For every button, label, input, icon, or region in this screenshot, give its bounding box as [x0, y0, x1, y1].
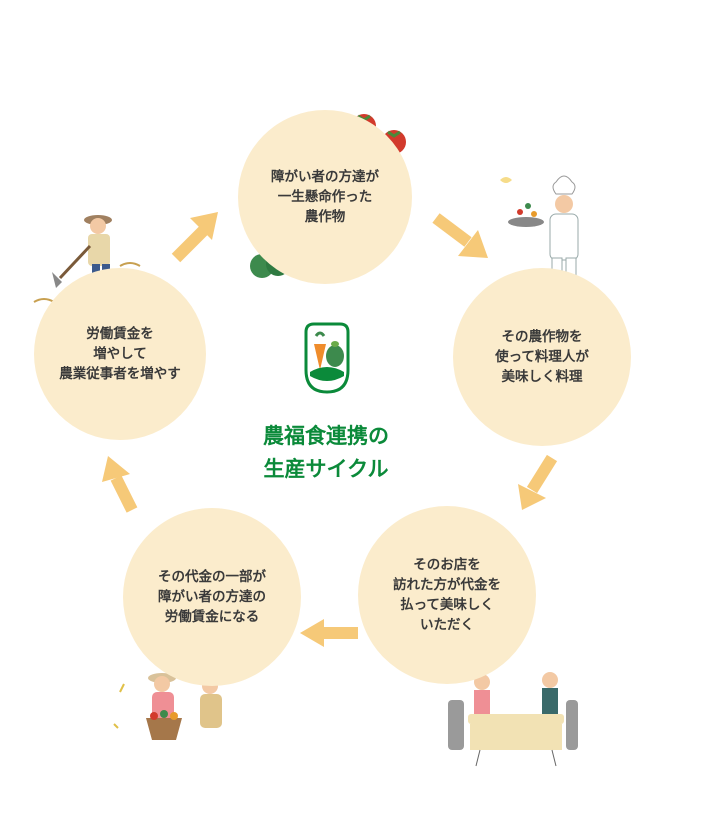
step-5-circle: 労働賃金を 増やして 農業従事者を増やす	[34, 268, 206, 440]
step-1-text: 障がい者の方達が 一生懸命作った 農作物	[271, 167, 379, 227]
step-3-circle: そのお店を 訪れた方が代金を 払って美味しく いただく	[358, 506, 536, 684]
arrow-4-to-5	[96, 452, 152, 516]
arrow-1-to-2	[430, 208, 494, 264]
vegetable-logo-icon	[302, 322, 352, 394]
step-3-text: そのお店を 訪れた方が代金を 払って美味しく いただく	[393, 555, 501, 635]
title-line-2: 生産サイクル	[226, 453, 426, 486]
title-line-1: 農福食連携の	[226, 420, 426, 453]
arrow-3-to-4	[298, 616, 362, 650]
arrow-5-to-1	[168, 208, 228, 264]
step-5-text: 労働賃金を 増やして 農業従事者を増やす	[59, 324, 181, 384]
step-4-circle: その代金の一部が 障がい者の方達の 労働賃金になる	[123, 508, 301, 686]
arrow-2-to-3	[508, 452, 564, 514]
step-1-circle: 障がい者の方達が 一生懸命作った 農作物	[238, 110, 412, 284]
step-4-text: その代金の一部が 障がい者の方達の 労働賃金になる	[158, 567, 266, 627]
step-2-text: その農作物を 使って料理人が 美味しく料理	[495, 327, 589, 387]
diagram-title: 農福食連携の 生産サイクル	[226, 420, 426, 486]
step-2-circle: その農作物を 使って料理人が 美味しく料理	[453, 268, 631, 446]
